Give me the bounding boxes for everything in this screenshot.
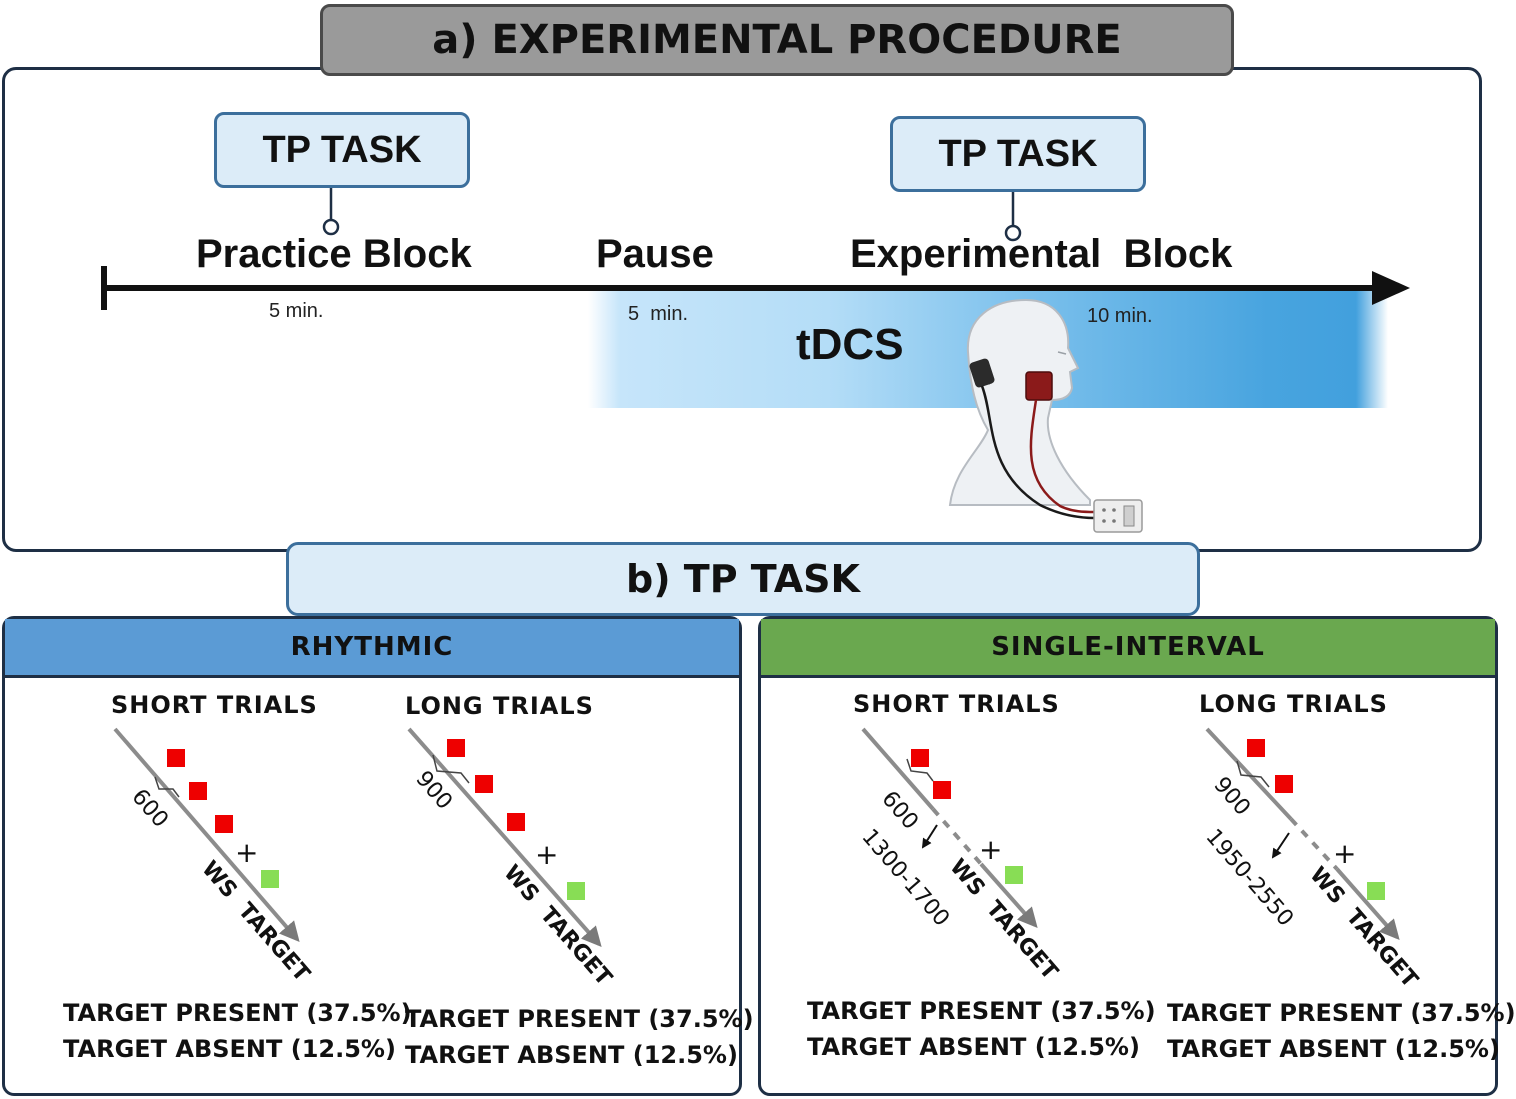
single-short-time-axis-dashed [931, 807, 983, 866]
procedure-title: a) EXPERIMENTAL PROCEDURE [320, 4, 1234, 76]
rhythmic-short-interval-label: 600 [126, 785, 172, 833]
timeline-arrow-head [1372, 271, 1410, 305]
single-long-time-axis-1 [1205, 727, 1293, 821]
single-long-target-present: TARGET PRESENT (37.5%) [1167, 999, 1516, 1027]
single-short-time-axis-2 [979, 862, 1038, 928]
single-short-down-arrow-icon [921, 824, 938, 849]
single-long-time-axis-dashed [1289, 817, 1339, 871]
phase-experimental-block: Experimental Block [850, 232, 1233, 276]
phase-pause: Pause [596, 232, 714, 276]
connector-node-practice [322, 218, 340, 236]
single-interval-panel: SINGLE-INTERVAL SHORT TRIALS LONG TRIALS… [758, 616, 1516, 1096]
rhythmic-short-target-present: TARGET PRESENT (37.5%) [63, 999, 412, 1027]
timeline-graphic [101, 188, 1410, 533]
warning-stimulus-2 [933, 781, 951, 799]
single-short-target-present: TARGET PRESENT (37.5%) [807, 997, 1156, 1025]
single-long-down-arrow-icon [1271, 832, 1290, 859]
warning-stimulus-3 [215, 815, 233, 833]
rhythmic-short-axis-label: WS TARGET [196, 857, 314, 987]
rhythmic-long-target-present: TARGET PRESENT (37.5%) [405, 1005, 754, 1033]
single-long-title: LONG TRIALS [1199, 690, 1388, 718]
single-short-time-axis-1 [861, 727, 935, 811]
fixation-cross: + [1333, 837, 1356, 870]
rhythmic-panel: RHYTHMIC SHORT TRIALS LONG TRIALS 600 + … [2, 616, 754, 1096]
duration-practice: 5 min. [269, 300, 324, 322]
single-short-target-absent: TARGET ABSENT (12.5%) [807, 1033, 1140, 1061]
warning-stimulus-1 [447, 739, 465, 757]
phase-practice-block: Practice Block [196, 232, 472, 276]
single-long-target-absent: TARGET ABSENT (12.5%) [1167, 1035, 1500, 1063]
target-stimulus [567, 882, 585, 900]
stimulator-device-icon [1093, 499, 1143, 533]
duration-experimental: 10 min. [1087, 305, 1153, 327]
single-short-range-label: 1300-1700 [856, 825, 954, 932]
single-long-time-axis-2 [1335, 867, 1400, 940]
target-stimulus [1367, 882, 1385, 900]
warning-stimulus-2 [189, 782, 207, 800]
rhythmic-short-target-absent: TARGET ABSENT (12.5%) [63, 1035, 396, 1063]
target-stimulus [1005, 866, 1023, 884]
warning-stimulus-2 [475, 775, 493, 793]
fixation-cross: + [235, 836, 258, 869]
warning-stimulus-1 [167, 749, 185, 767]
head-with-electrodes-icon [948, 298, 1143, 533]
warning-stimulus-1 [1247, 739, 1265, 757]
tdcs-label: tDCS [796, 320, 904, 369]
single-short-interval-label: 600 [876, 787, 922, 835]
single-short-interval-bracket [906, 758, 934, 782]
rhythmic-trial-diagrams: 600 + WS TARGET 900 + WS TARGET [113, 727, 616, 991]
single-interval-header: SINGLE-INTERVAL [761, 619, 1495, 678]
single-long-interval-label: 900 [1208, 773, 1254, 821]
duration-pause: 5 min. [628, 303, 689, 325]
single-short-axis-label: WS TARGET [944, 855, 1062, 985]
single-long-interval-bracket [1236, 760, 1270, 788]
connector-node-experimental [1004, 224, 1022, 242]
fixation-cross: + [535, 838, 558, 871]
rhythmic-long-target-absent: TARGET ABSENT (12.5%) [405, 1041, 738, 1069]
warning-stimulus-1 [911, 749, 929, 767]
rhythmic-short-time-axis [113, 727, 300, 943]
single-short-title: SHORT TRIALS [853, 690, 1060, 718]
single-interval-trial-diagrams: 600 1300-1700 + WS TARGET 900 1950-2550 … [856, 727, 1422, 993]
rhythmic-long-interval-bracket [432, 754, 470, 784]
warning-stimulus-3 [507, 813, 525, 831]
rhythmic-long-time-axis [407, 727, 602, 947]
fixation-cross: + [979, 833, 1002, 866]
rhythmic-short-interval-bracket [154, 776, 180, 798]
rhythmic-short-title: SHORT TRIALS [111, 691, 318, 719]
tp-task-title: b) TP TASK [286, 542, 1200, 616]
rhythmic-long-title: LONG TRIALS [405, 692, 594, 720]
tp-task-box-practice: TP TASK [214, 112, 470, 188]
rhythmic-long-axis-label: WS TARGET [498, 861, 616, 991]
target-stimulus [261, 870, 279, 888]
warning-stimulus-2 [1275, 775, 1293, 793]
tp-task-box-experimental: TP TASK [890, 116, 1146, 192]
single-long-axis-label: WS TARGET [1304, 863, 1422, 993]
rhythmic-header: RHYTHMIC [5, 619, 739, 678]
